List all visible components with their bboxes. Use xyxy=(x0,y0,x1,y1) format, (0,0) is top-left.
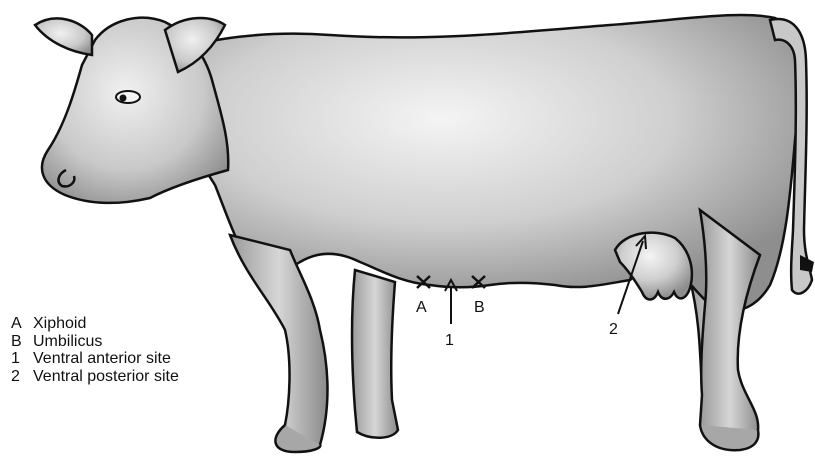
left-ear xyxy=(35,18,92,55)
marker-1-label: 1 xyxy=(445,332,454,349)
marker-b-label: B xyxy=(474,299,485,316)
eye xyxy=(116,91,140,103)
far-front-leg xyxy=(352,270,398,438)
legend-label: Umbilicus xyxy=(33,333,102,351)
legend-item: 1 Ventral anterior site xyxy=(11,350,179,368)
near-front-leg xyxy=(230,235,328,446)
far-legs xyxy=(352,270,748,438)
legend: A Xiphoid B Umbilicus 1 Ventral anterior… xyxy=(11,315,179,385)
legend-item: 2 Ventral posterior site xyxy=(11,368,179,386)
legend-item: B Umbilicus xyxy=(11,333,179,351)
legend-label: Xiphoid xyxy=(33,315,86,333)
legend-label: Ventral anterior site xyxy=(33,350,171,368)
legend-key: A xyxy=(11,315,33,333)
legend-label: Ventral posterior site xyxy=(33,368,179,386)
pupil xyxy=(120,95,127,102)
legend-key: 2 xyxy=(11,368,33,386)
marker-2-label: 2 xyxy=(609,321,618,338)
legend-key: B xyxy=(11,333,33,351)
legend-key: 1 xyxy=(11,350,33,368)
legend-item: A Xiphoid xyxy=(11,315,179,333)
marker-a-label: A xyxy=(416,299,427,316)
